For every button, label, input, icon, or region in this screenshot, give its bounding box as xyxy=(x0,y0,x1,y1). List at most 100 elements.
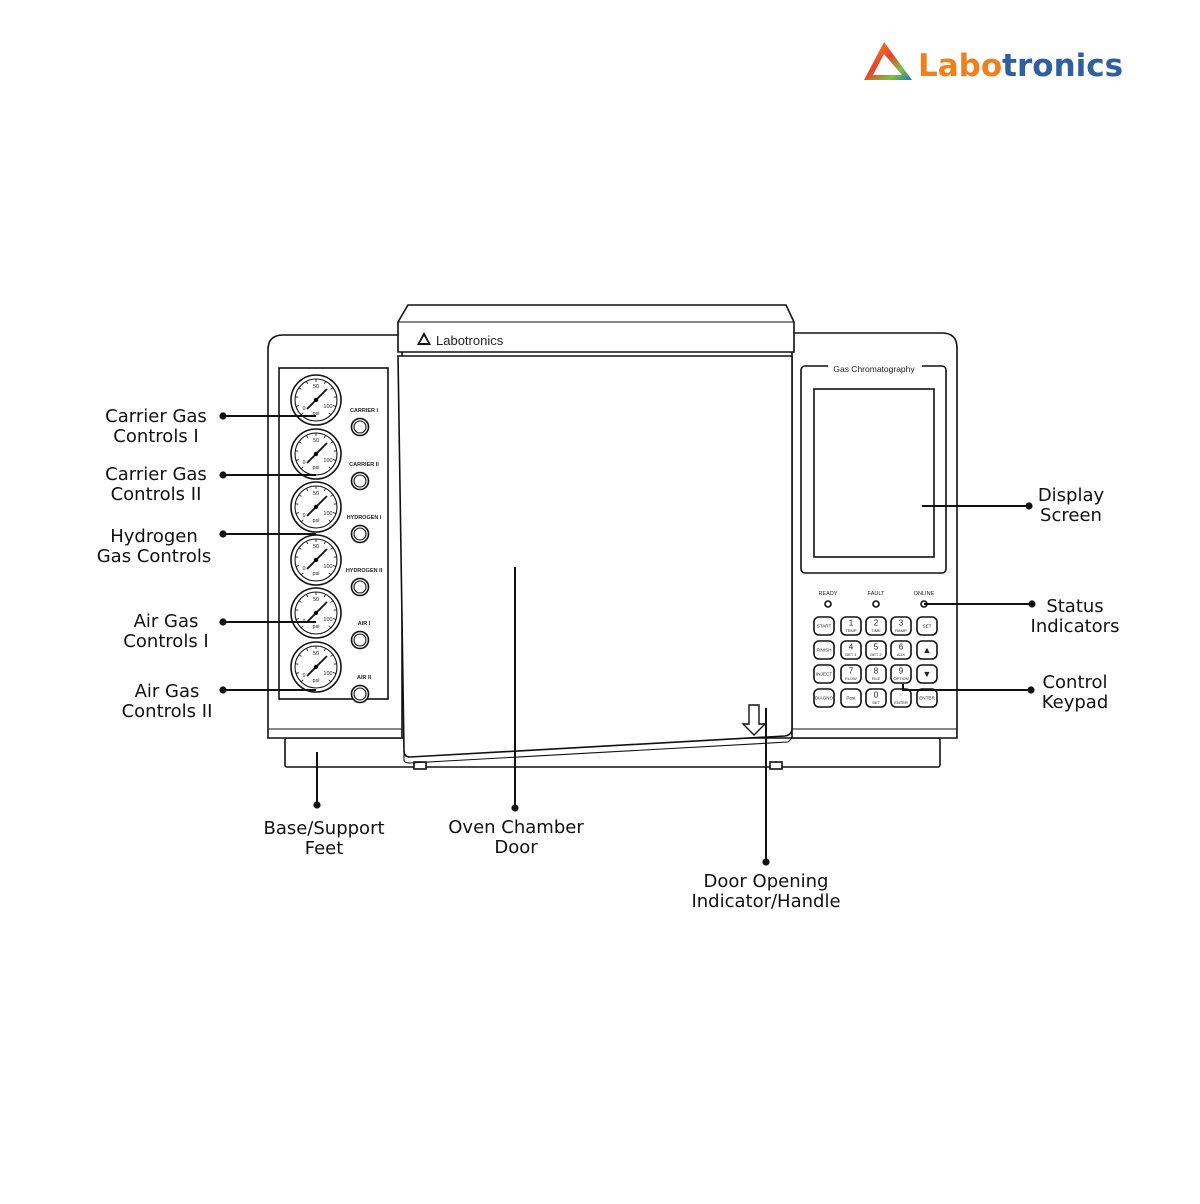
key-sub: DET 1 xyxy=(845,652,857,657)
keypad-key: DIAGNO xyxy=(814,689,834,707)
callout-text-carrier2: Controls II xyxy=(111,484,202,505)
callout-dot xyxy=(1028,600,1035,607)
keypad-key: START xyxy=(814,617,834,635)
gauge-scale-min: 0 xyxy=(303,460,306,466)
foot-right xyxy=(770,762,782,769)
key-sub: OPTION xyxy=(893,676,908,681)
key-main: 4 xyxy=(849,643,854,652)
key-main: Post xyxy=(846,696,856,701)
gauge-label: AIR II xyxy=(357,675,372,681)
key-main: INJECT xyxy=(816,672,832,677)
gauge-scale-mid: 50 xyxy=(313,544,319,550)
gauge-scale-mid: 50 xyxy=(313,597,319,603)
keypad-key: ENTER xyxy=(917,689,937,707)
callout-text-status: Status xyxy=(1046,596,1103,617)
gauge-hub xyxy=(314,398,318,402)
key-main: · xyxy=(900,691,903,700)
key-sub: DET 2 xyxy=(870,652,882,657)
gauge-unit: psi xyxy=(312,678,319,684)
callout-text-display: Display xyxy=(1038,485,1105,506)
callout-dot xyxy=(219,412,226,419)
gauge-scale-mid: 50 xyxy=(313,384,319,390)
callout-text-oven: Door xyxy=(494,837,538,858)
status-led xyxy=(873,601,879,607)
key-main: ▼ xyxy=(923,669,932,679)
key-main: 1 xyxy=(849,619,854,628)
gauge-unit: psi xyxy=(312,465,319,471)
status-led-label: READY xyxy=(819,591,838,597)
brand-logo: Labotronics xyxy=(864,42,1123,84)
callout-text-air2: Air Gas xyxy=(135,681,200,702)
key-sub: ENTER xyxy=(894,700,908,705)
keypad-key: FINISH xyxy=(814,641,834,659)
key-main: DIAGNO xyxy=(815,696,834,701)
gauge-scale-min: 0 xyxy=(303,513,306,519)
gauge-hub xyxy=(314,558,318,562)
callout-dot xyxy=(219,530,226,537)
key-sub: TIME xyxy=(871,628,881,633)
oven-door xyxy=(398,356,792,757)
gauge-scale-max: 100 xyxy=(323,404,332,410)
callout-text-display: Screen xyxy=(1040,505,1102,526)
gauge-scale-min: 0 xyxy=(303,673,306,679)
callout-text-base: Base/Support xyxy=(263,818,384,839)
keypad-key: SET xyxy=(917,617,937,635)
gauge-scale-max: 100 xyxy=(323,458,332,464)
callout-text-status: Indicators xyxy=(1031,616,1120,637)
key-main: 8 xyxy=(874,667,879,676)
callout-dot xyxy=(1025,502,1032,509)
key-main: ENTER xyxy=(919,696,935,701)
callout-text-hydrogen: Hydrogen xyxy=(110,526,198,547)
callout-dot xyxy=(219,618,226,625)
status-led-label: ONLINE xyxy=(914,591,935,597)
callout-text-air1: Controls I xyxy=(123,631,208,652)
callout-text-air2: Controls II xyxy=(122,701,213,722)
callout-text-air1: Air Gas xyxy=(134,611,199,632)
key-main: 0 xyxy=(874,691,879,700)
gauge-hub xyxy=(314,505,318,509)
callout-text-keypad: Keypad xyxy=(1042,692,1109,713)
gauge-label: AIR I xyxy=(358,621,371,627)
gauge-label: CARRIER II xyxy=(349,462,379,468)
key-sub: RAMP xyxy=(895,628,907,633)
key-sub: FILE xyxy=(872,676,881,681)
callout-dot xyxy=(313,801,320,808)
callout-dot xyxy=(219,471,226,478)
gauge-scale-max: 100 xyxy=(323,617,332,623)
gauge-scale-max: 100 xyxy=(323,671,332,677)
gauge-label: HYDROGEN I xyxy=(347,515,382,521)
oven-brand-text: Labotronics xyxy=(436,333,504,348)
callout-text-door_handle: Indicator/Handle xyxy=(691,891,840,912)
key-main: FINISH xyxy=(816,648,831,653)
gauge-unit: psi xyxy=(312,624,319,630)
key-sub: SET xyxy=(872,700,880,705)
key-main: 9 xyxy=(899,667,904,676)
callout-text-door_handle: Door Opening xyxy=(704,871,829,892)
gc-instrument: Gas Chromatography Labotronics 501000psi… xyxy=(268,305,957,769)
key-main: ▲ xyxy=(923,645,932,655)
keypad-key: ▲ xyxy=(917,641,937,659)
gauge-hub xyxy=(314,452,318,456)
callout-dot xyxy=(219,686,226,693)
gauge-hub xyxy=(314,665,318,669)
logo-text-orange: Labo xyxy=(918,48,1002,84)
logo-text-blue: tronics xyxy=(1002,48,1123,84)
gauge-scale-max: 100 xyxy=(323,511,332,517)
gauge-scale-mid: 50 xyxy=(313,491,319,497)
gauge-scale-mid: 50 xyxy=(313,438,319,444)
svg-text:Labotronics: Labotronics xyxy=(918,48,1123,84)
status-led xyxy=(825,601,831,607)
key-main: 2 xyxy=(874,619,879,628)
display-screen xyxy=(814,389,934,557)
logo-triangle-icon xyxy=(864,42,912,80)
